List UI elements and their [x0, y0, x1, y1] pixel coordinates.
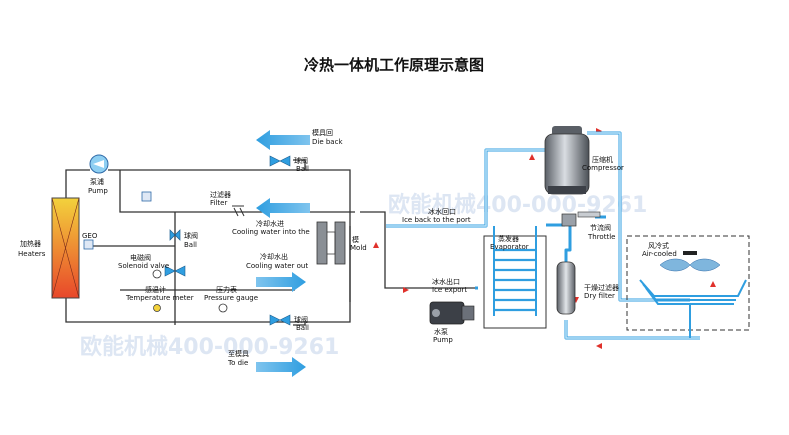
ball-top-cn-label: 球阀 [294, 156, 308, 165]
throttle-valve-icon [561, 211, 601, 227]
to-die-cn-label: 至模具 [228, 349, 249, 358]
ball-valve-bottom-icon [269, 314, 291, 326]
ball-top-en-label: Ball [296, 165, 309, 173]
dry-filter-icon [556, 261, 576, 315]
ball-bottom-en-label: Ball [296, 324, 309, 332]
evaporator-coil [494, 248, 536, 312]
flow-arrow-cooling-in [256, 198, 310, 218]
dry-filter-cn-label: 干燥过滤器 [584, 283, 619, 292]
die-back-cn-label: 模具回 [312, 128, 333, 137]
water-pump-en-label: Pump [433, 336, 453, 344]
throttle-cn-label: 节流阀 [590, 223, 611, 232]
cooling-in-cn-label: 冷却水进 [256, 219, 284, 228]
watermark-bottom: 欧能机械400-000-9261 [80, 334, 339, 360]
mold-block [316, 221, 346, 265]
flow-arrow-to-die [256, 357, 306, 377]
water-pump-cn-label: 水泵 [434, 327, 448, 336]
compressor-en-label: Compressor [582, 164, 624, 172]
solenoid-valve-icon [164, 265, 186, 277]
condenser-coil [639, 279, 747, 338]
pump-cn-label: 泵浦 [90, 177, 104, 186]
cooling-in-en-label: Cooling water into the [232, 228, 310, 236]
fan-icon [659, 251, 721, 272]
air-cooled-cn-label: 风冷式 [648, 241, 669, 250]
solenoid-en-label: Solenoid valve [118, 262, 169, 270]
throttle-en-label: Throttle [587, 233, 615, 241]
flow-arrow-die-back [256, 130, 310, 150]
pressure-gauge-icon [218, 303, 228, 313]
evaporator-cn-label: 蒸发器 [498, 234, 519, 243]
geo-sensor-icon [83, 239, 94, 250]
temp-cn-label: 感温计 [145, 285, 166, 294]
diagram-title: 冷热一体机工作原理示意图 [304, 56, 484, 74]
heaters-cn-label: 加热器 [20, 239, 41, 248]
ice-export-cn-label: 冰水出口 [432, 277, 460, 286]
flow-direction-markers [373, 128, 716, 349]
geo-label: GEO [82, 232, 98, 240]
ball-left-en-label: Ball [184, 241, 197, 249]
compressor-cn-label: 压缩机 [592, 155, 613, 164]
mold-cn-label: 模 [352, 235, 359, 244]
pressure-en-label: Pressure gauge [204, 294, 258, 302]
ball-bottom-cn-label: 球阀 [294, 315, 308, 324]
mold-en-label: Mold [350, 244, 367, 252]
heater-cross-icon [51, 197, 80, 299]
cooling-out-cn-label: 冷却水出 [260, 252, 288, 261]
flow-arrow-cooling-out [256, 272, 306, 292]
pump-en-label: Pump [88, 187, 108, 195]
pump-arrow-icon [93, 160, 104, 168]
die-back-en-label: Die back [312, 138, 343, 146]
ice-back-cn-label: 冰水回口 [428, 207, 456, 216]
evaporator-en-label: Evaporator [490, 243, 529, 251]
watermark-top: 欧能机械400-000-9261 [388, 192, 647, 218]
to-die-en-label: To die [227, 359, 248, 367]
ice-back-en-label: Ice back to the port [402, 216, 471, 224]
ball-valve-top-icon [269, 155, 291, 167]
ice-export-en-label: Ice export [432, 286, 467, 294]
temperature-meter-icon [152, 269, 162, 279]
condenser-housing [626, 235, 750, 331]
cooling-out-en-label: Cooling water out [246, 262, 308, 270]
sensor-box-icon [141, 191, 152, 202]
ball-left-cn-label: 球阀 [184, 231, 198, 240]
compressor-icon [544, 126, 590, 195]
temperature-probe-icon [153, 304, 161, 312]
heating-circuit-lines [65, 159, 475, 326]
water-pump-icon [429, 301, 475, 325]
dry-filter-en-label: Dry filter [584, 292, 615, 300]
solenoid-cn-label: 电磁阀 [130, 253, 151, 262]
filter-en-label: Filter [210, 199, 227, 207]
filter-cn-label: 过滤器 [210, 190, 231, 199]
heaters-en-label: Heaters [18, 250, 46, 258]
pressure-cn-label: 压力表 [216, 285, 237, 294]
filter-icon [228, 205, 250, 217]
air-cooled-en-label: Air-cooled [642, 250, 677, 258]
ball-valve-left-icon [169, 229, 181, 241]
temp-en-label: Temperature meter [125, 294, 194, 302]
